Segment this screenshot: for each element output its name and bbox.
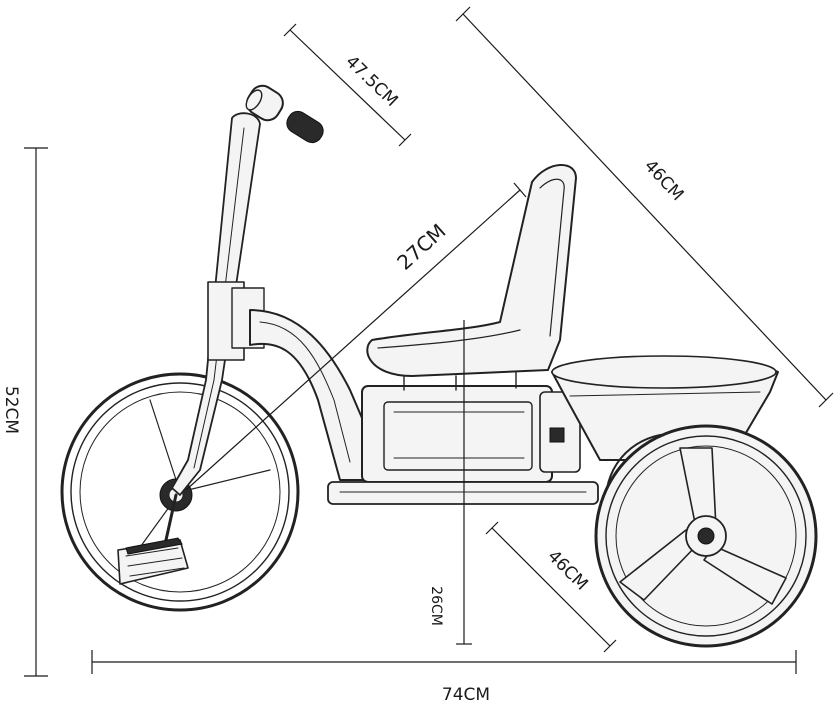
dim-line-top-diagonal <box>462 13 827 401</box>
steering-column <box>171 112 265 496</box>
label-length: 74CM <box>442 685 490 705</box>
seat <box>366 164 577 391</box>
label-seat-diagonal: 27CM <box>392 219 450 275</box>
pedal <box>117 493 189 585</box>
frame <box>249 309 381 481</box>
dimension-lines <box>24 6 834 677</box>
label-seat-height: 26CM <box>428 586 444 626</box>
deck <box>327 385 599 505</box>
dim-line-rear-wheel <box>491 527 611 647</box>
dim-line-seat-diagonal <box>185 189 521 491</box>
tricycle-illustration <box>60 84 818 648</box>
rear-wheel <box>594 424 818 648</box>
label-height: 52CM <box>1 386 21 434</box>
label-top-diagonal: 46CM <box>640 156 687 205</box>
dim-line-handlebar <box>289 29 406 141</box>
handlebar <box>245 84 324 144</box>
label-handlebar: 47.5CM <box>341 52 401 111</box>
